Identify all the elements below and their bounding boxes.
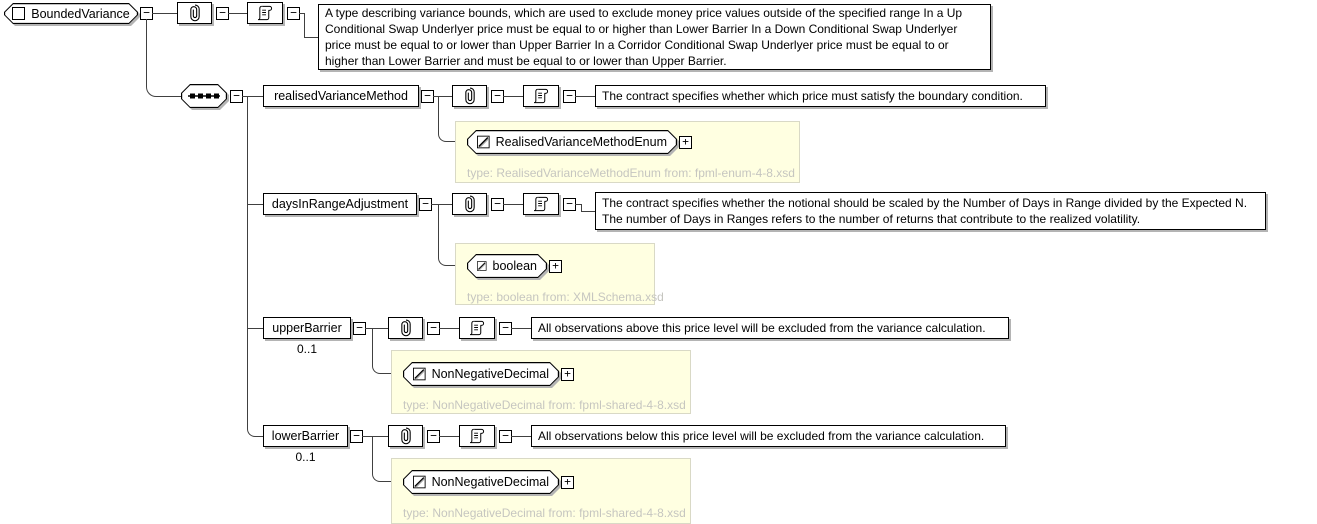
connector-line bbox=[575, 204, 582, 205]
type-caption: type: NonNegativeDecimal from: fpml-shar… bbox=[403, 398, 686, 412]
connector-line bbox=[439, 436, 459, 437]
element-label: daysInRangeAdjustment bbox=[271, 197, 409, 211]
annotation-box: The contract specifies whether which pri… bbox=[595, 85, 1046, 107]
connector-elbow bbox=[146, 19, 181, 97]
paperclip-icon bbox=[189, 4, 200, 22]
annotation-icon-box[interactable] bbox=[523, 85, 559, 107]
collapse-button[interactable]: − bbox=[563, 198, 576, 211]
type-caption: type: boolean from: XMLSchema.xsd bbox=[467, 290, 664, 304]
attributes-box[interactable] bbox=[177, 2, 212, 24]
element-label: upperBarrier bbox=[272, 321, 342, 335]
connector-line bbox=[304, 13, 305, 37]
simple-type-icon bbox=[413, 367, 426, 381]
annotation-text: All observations above this price level … bbox=[538, 321, 986, 335]
simple-type-icon bbox=[477, 135, 490, 149]
element-box-realisedVarianceMethod[interactable]: realisedVarianceMethod bbox=[263, 85, 419, 107]
sequence-icon bbox=[188, 93, 220, 99]
sequence-indicator[interactable] bbox=[181, 84, 227, 108]
connector-line bbox=[247, 204, 263, 205]
element-label: lowerBarrier bbox=[271, 429, 340, 443]
simple-type-icon bbox=[477, 261, 487, 271]
connector-line bbox=[152, 13, 177, 14]
connector-elbow bbox=[438, 96, 467, 142]
type-box-RealisedVarianceMethodEnum[interactable]: RealisedVarianceMethodEnum bbox=[467, 130, 677, 154]
annotation-text: All observations below this price level … bbox=[538, 429, 985, 443]
connector-line bbox=[242, 96, 263, 97]
connector-trunk bbox=[247, 96, 263, 437]
collapse-button[interactable]: − bbox=[499, 322, 512, 335]
annotation-text: The contract specifies whether the notio… bbox=[602, 196, 1248, 226]
scroll-icon bbox=[533, 196, 549, 212]
paperclip-icon bbox=[400, 319, 411, 337]
root-element-label: BoundedVariance bbox=[31, 6, 130, 21]
scroll-icon bbox=[533, 88, 549, 104]
annotation-box: The contract specifies whether the notio… bbox=[595, 192, 1266, 230]
root-element-box[interactable]: BoundedVariance bbox=[4, 3, 138, 24]
paperclip-icon bbox=[464, 195, 475, 213]
connector-line bbox=[228, 13, 247, 14]
expand-button[interactable]: + bbox=[561, 368, 574, 381]
connector-line bbox=[503, 204, 523, 205]
type-box-NonNegativeDecimal[interactable]: NonNegativeDecimal bbox=[403, 470, 559, 494]
connector-elbow bbox=[372, 436, 403, 482]
element-box-lowerBarrier[interactable]: lowerBarrier bbox=[263, 425, 348, 447]
expand-button[interactable]: + bbox=[679, 136, 692, 149]
type-label: NonNegativeDecimal bbox=[431, 367, 549, 381]
annotation-icon-box[interactable] bbox=[523, 193, 559, 215]
annotation-text: The contract specifies whether which pri… bbox=[602, 89, 1023, 103]
type-label: RealisedVarianceMethodEnum bbox=[495, 135, 667, 149]
collapse-button[interactable]: − bbox=[499, 430, 512, 443]
connector-line bbox=[304, 37, 318, 38]
connector-elbow bbox=[372, 328, 403, 374]
cardinality-label: 0..1 bbox=[296, 342, 317, 356]
connector-line bbox=[581, 211, 595, 212]
cardinality-label: 0..1 bbox=[295, 450, 316, 464]
collapse-button[interactable]: − bbox=[563, 90, 576, 103]
element-label: realisedVarianceMethod bbox=[274, 89, 408, 103]
connector-line bbox=[247, 328, 263, 329]
type-caption: type: NonNegativeDecimal from: fpml-shar… bbox=[403, 506, 686, 520]
annotation-icon-box[interactable] bbox=[459, 425, 495, 447]
simple-type-icon bbox=[413, 475, 426, 489]
connector-line bbox=[575, 96, 595, 97]
annotation-icon-box[interactable] bbox=[247, 2, 283, 24]
type-label: NonNegativeDecimal bbox=[431, 475, 549, 489]
complex-type-icon bbox=[12, 7, 26, 20]
expand-button[interactable]: + bbox=[549, 260, 562, 273]
type-caption: type: RealisedVarianceMethodEnum from: f… bbox=[467, 166, 795, 180]
collapse-button[interactable]: − bbox=[350, 430, 363, 443]
scroll-icon bbox=[469, 320, 485, 336]
type-box-boolean[interactable]: boolean bbox=[467, 254, 547, 278]
scroll-icon bbox=[257, 5, 273, 21]
connector-line bbox=[299, 13, 305, 14]
paperclip-icon bbox=[464, 87, 475, 105]
annotation-box: All observations below this price level … bbox=[531, 425, 1006, 447]
connector-line bbox=[439, 328, 459, 329]
expand-button[interactable]: + bbox=[561, 476, 574, 489]
annotation-box: All observations above this price level … bbox=[531, 317, 1009, 339]
connector-line bbox=[511, 328, 531, 329]
type-box-NonNegativeDecimal[interactable]: NonNegativeDecimal bbox=[403, 362, 559, 386]
scroll-icon bbox=[469, 428, 485, 444]
connector-line bbox=[511, 436, 531, 437]
element-box-daysInRangeAdjustment[interactable]: daysInRangeAdjustment bbox=[263, 193, 417, 215]
collapse-button[interactable]: − bbox=[427, 430, 440, 443]
element-box-upperBarrier[interactable]: upperBarrier bbox=[263, 317, 351, 339]
connector-line bbox=[503, 96, 523, 97]
root-annotation-box: A type describing variance bounds, which… bbox=[318, 4, 991, 70]
root-annotation-text: A type describing variance bounds, which… bbox=[325, 6, 963, 68]
annotation-icon-box[interactable] bbox=[459, 317, 495, 339]
type-label: boolean bbox=[492, 259, 538, 273]
connector-line bbox=[581, 204, 582, 211]
paperclip-icon bbox=[400, 427, 411, 445]
connector-elbow bbox=[438, 204, 467, 266]
